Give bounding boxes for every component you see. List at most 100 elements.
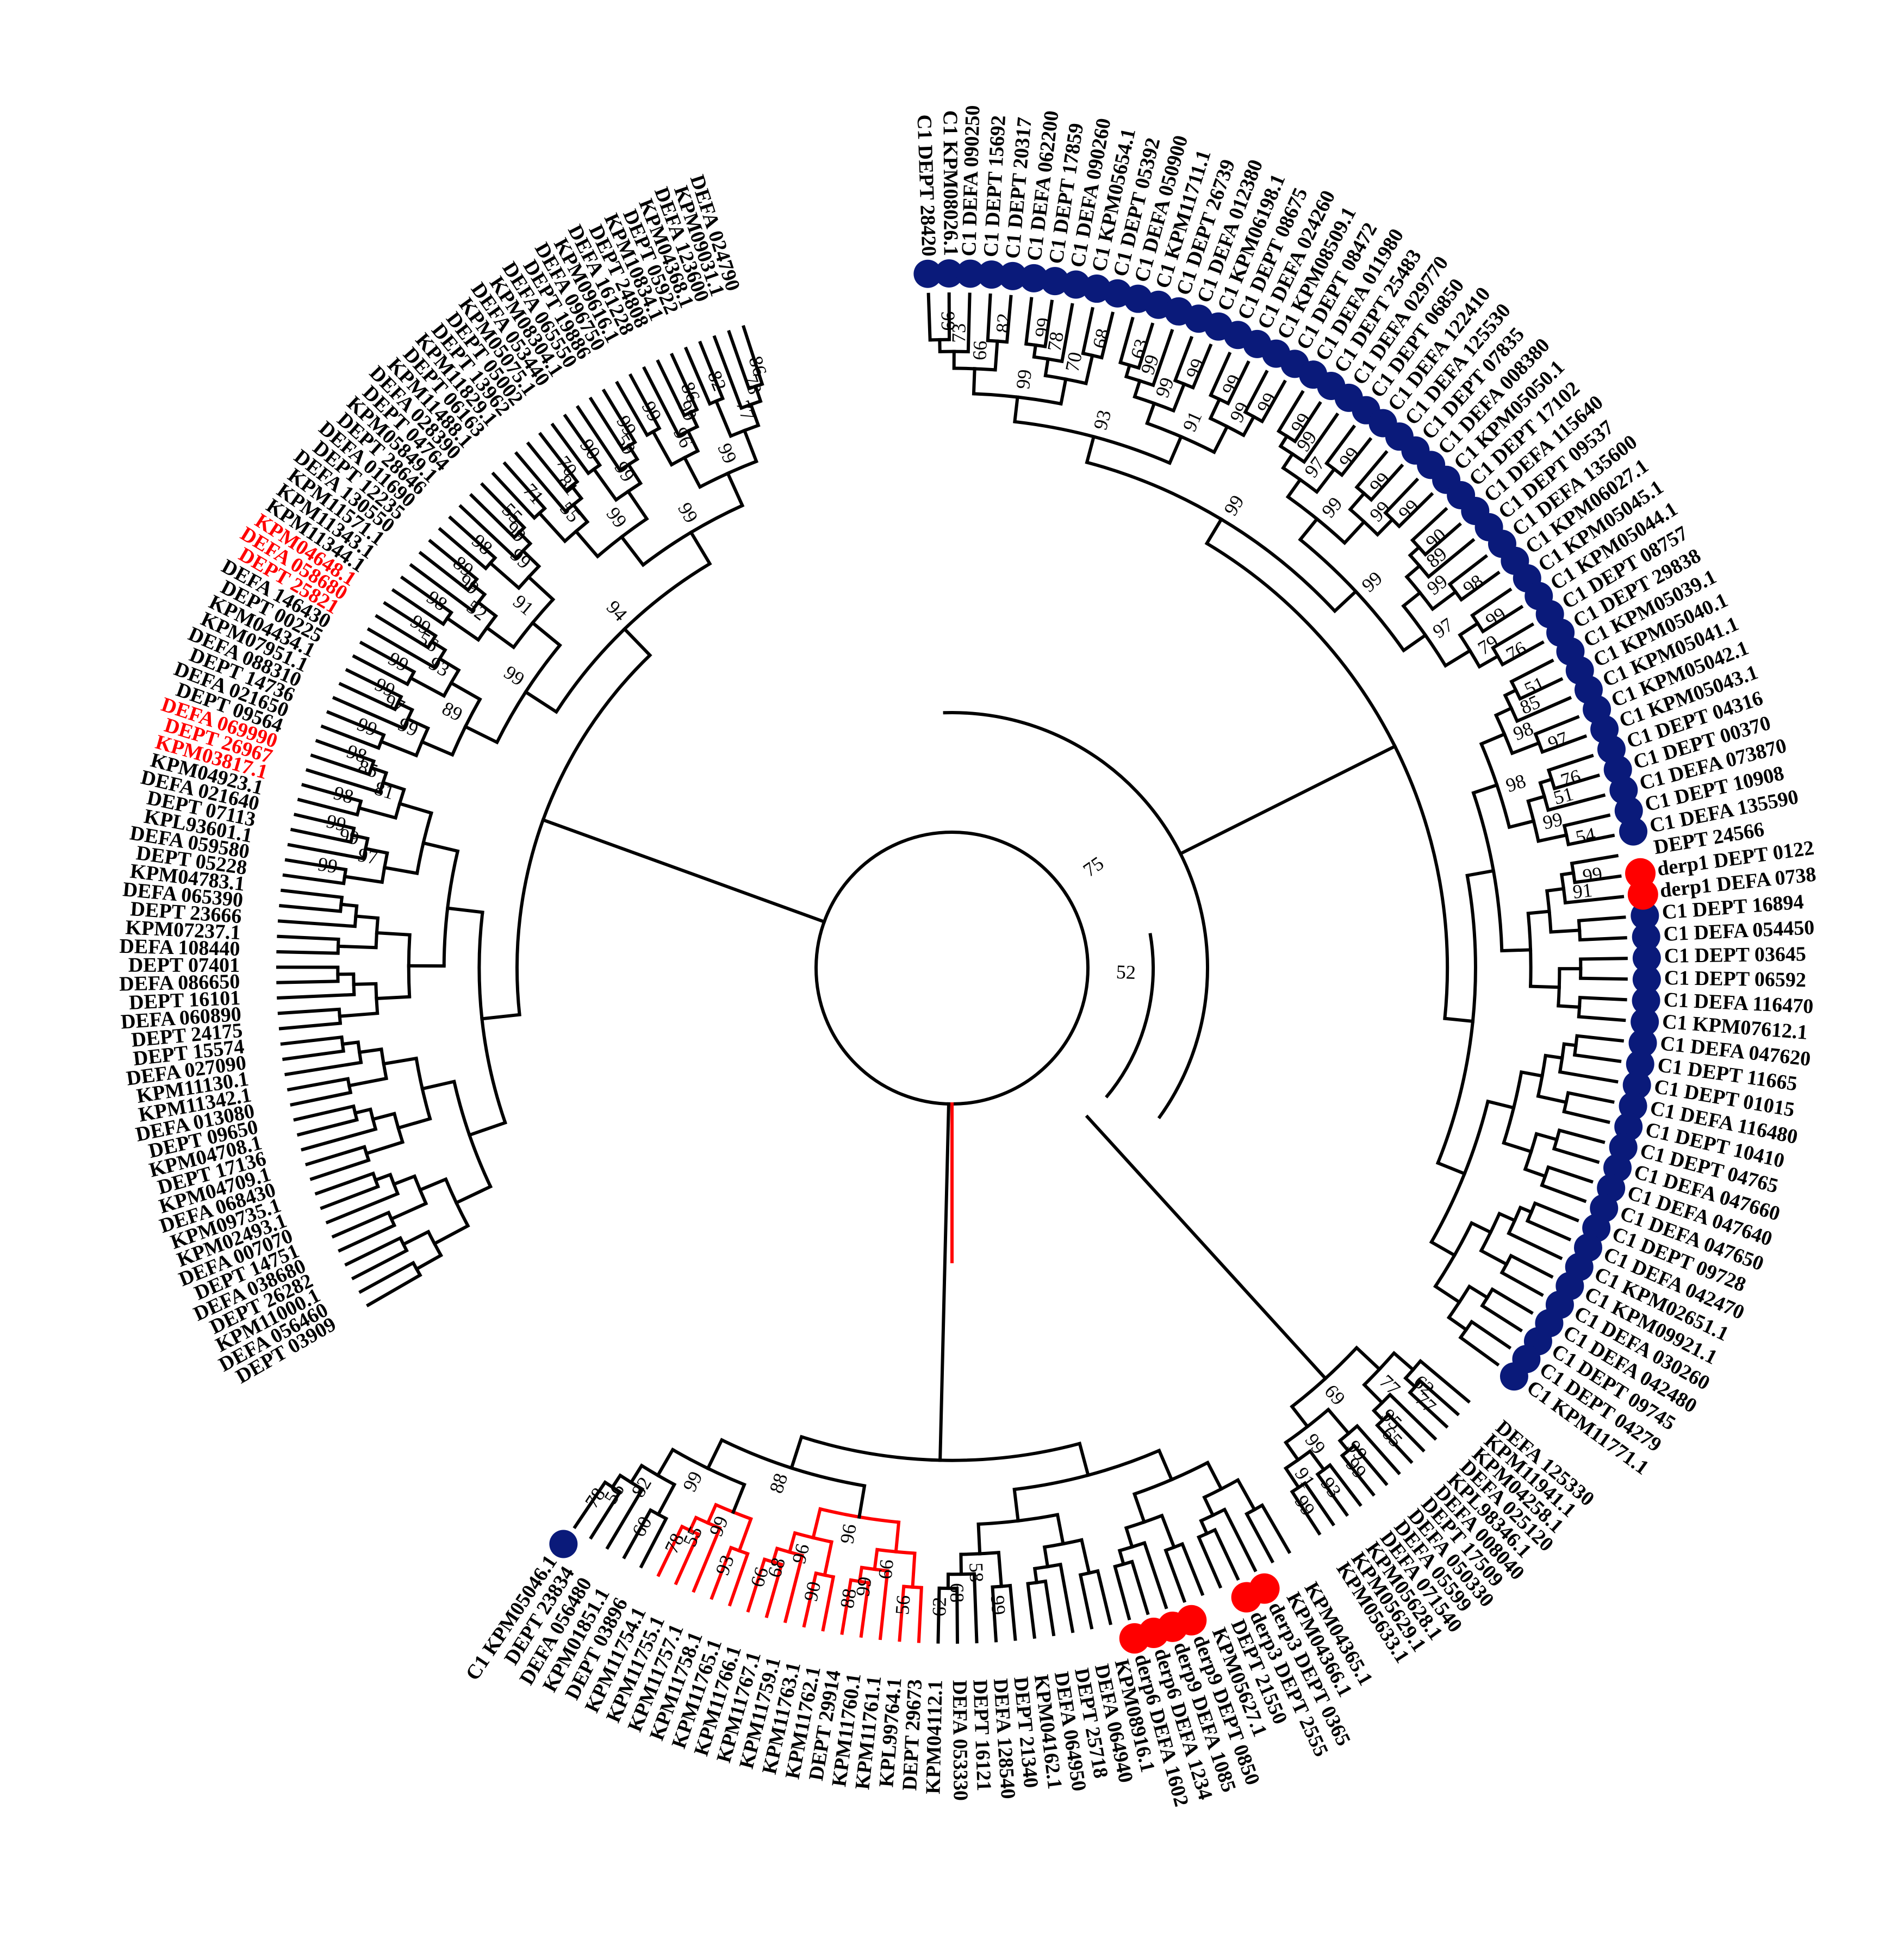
branch: [1136, 322, 1155, 370]
branch: [1278, 434, 1290, 449]
branch: [309, 1158, 371, 1181]
c1-marker: [935, 259, 963, 288]
branch: [1534, 1132, 1559, 1142]
branch: [1443, 648, 1472, 668]
branch: [993, 339, 999, 372]
branch: [1145, 401, 1156, 426]
bootstrap-value: 88: [836, 1587, 861, 1610]
branch: [1503, 688, 1519, 698]
branch: [1096, 1569, 1112, 1625]
branch: [373, 1172, 393, 1182]
branch: [1536, 833, 1569, 844]
branch: [1525, 1219, 1572, 1241]
branch: [1235, 1477, 1257, 1512]
branch: [629, 1463, 644, 1485]
branch: [1276, 390, 1305, 434]
branch: [1118, 316, 1135, 365]
branch: [1283, 1440, 1301, 1462]
bootstrap-value: 91: [509, 590, 538, 620]
branch: [651, 429, 674, 467]
branch: [484, 625, 516, 650]
branch: [363, 846, 389, 855]
branch: [344, 1236, 403, 1267]
leaf-label: C1 DEPT 06592: [1664, 966, 1807, 991]
bootstrap-value: 91: [1178, 408, 1206, 435]
branch: [1005, 295, 1013, 344]
leaf-label: DEFA 108440: [119, 935, 240, 960]
branch: [445, 906, 484, 914]
branch: [605, 1487, 645, 1550]
branch: [1308, 1449, 1327, 1473]
branch: [1212, 424, 1230, 454]
branch: [1557, 1128, 1606, 1144]
branch: [575, 405, 623, 473]
branch: [802, 1571, 818, 1628]
branch: [301, 1127, 378, 1152]
branch: [1113, 1564, 1131, 1621]
branch: [1523, 1167, 1547, 1178]
branch: [463, 724, 500, 745]
branch: [1132, 1492, 1147, 1524]
bootstrap-value: 68: [946, 1583, 968, 1602]
branch: [1540, 734, 1588, 754]
c1-marker: [977, 260, 1006, 289]
branch: [926, 292, 932, 342]
branch: [375, 931, 412, 937]
branch: [280, 1035, 344, 1046]
branch: [1241, 414, 1256, 438]
branch: [358, 1261, 416, 1294]
branch: [1563, 895, 1625, 905]
branch: [917, 1586, 923, 1643]
bootstrap-value: 75: [1079, 852, 1107, 881]
branch: [1546, 793, 1606, 812]
branch: [1397, 492, 1434, 529]
c1-marker: [1631, 1007, 1659, 1036]
branch: [1032, 1567, 1039, 1584]
branch: [1202, 1495, 1215, 1518]
branch: [1578, 936, 1627, 942]
branch: [1133, 378, 1142, 399]
branch: [550, 422, 591, 476]
branch: [1517, 677, 1564, 701]
branch: [622, 626, 652, 658]
branch: [1199, 1518, 1209, 1536]
branch: [1314, 466, 1337, 495]
branch: [293, 813, 356, 831]
bootstrap-value: 97: [356, 844, 379, 869]
branch: [1117, 1549, 1126, 1567]
branch: [1340, 1453, 1376, 1497]
branch: [340, 1040, 360, 1046]
branch: [502, 461, 547, 511]
derp-marker: [1176, 1605, 1207, 1636]
bootstrap-value: 99: [987, 1595, 1010, 1616]
branch: [753, 384, 763, 403]
branch: [1375, 517, 1395, 537]
branch: [352, 654, 410, 687]
branch: [1430, 589, 1458, 612]
branch: [811, 1507, 823, 1540]
branch: [1446, 1315, 1469, 1332]
branch: [458, 504, 519, 561]
bootstrap-value: 97: [1300, 453, 1329, 482]
branch: [1354, 450, 1389, 490]
branch: [448, 515, 497, 560]
branch: [1362, 1382, 1385, 1405]
bootstrap-value: 96: [788, 1542, 814, 1566]
branch: [382, 1056, 419, 1066]
branch: [537, 510, 568, 544]
branch: [383, 601, 438, 638]
leaf-label: DEPT 16101: [128, 987, 241, 1014]
branch: [1324, 424, 1357, 466]
branch: [1285, 477, 1303, 500]
branch: [1260, 379, 1287, 424]
branch: [467, 1120, 508, 1137]
branch: [1355, 1424, 1401, 1475]
branch: [1371, 1408, 1385, 1423]
branch: [1490, 1287, 1534, 1315]
branch: [1178, 744, 1397, 856]
branch: [1515, 696, 1572, 723]
branch: [284, 1060, 363, 1077]
branch: [1290, 1489, 1322, 1536]
branch: [1435, 1161, 1467, 1176]
branch: [1326, 1407, 1351, 1436]
